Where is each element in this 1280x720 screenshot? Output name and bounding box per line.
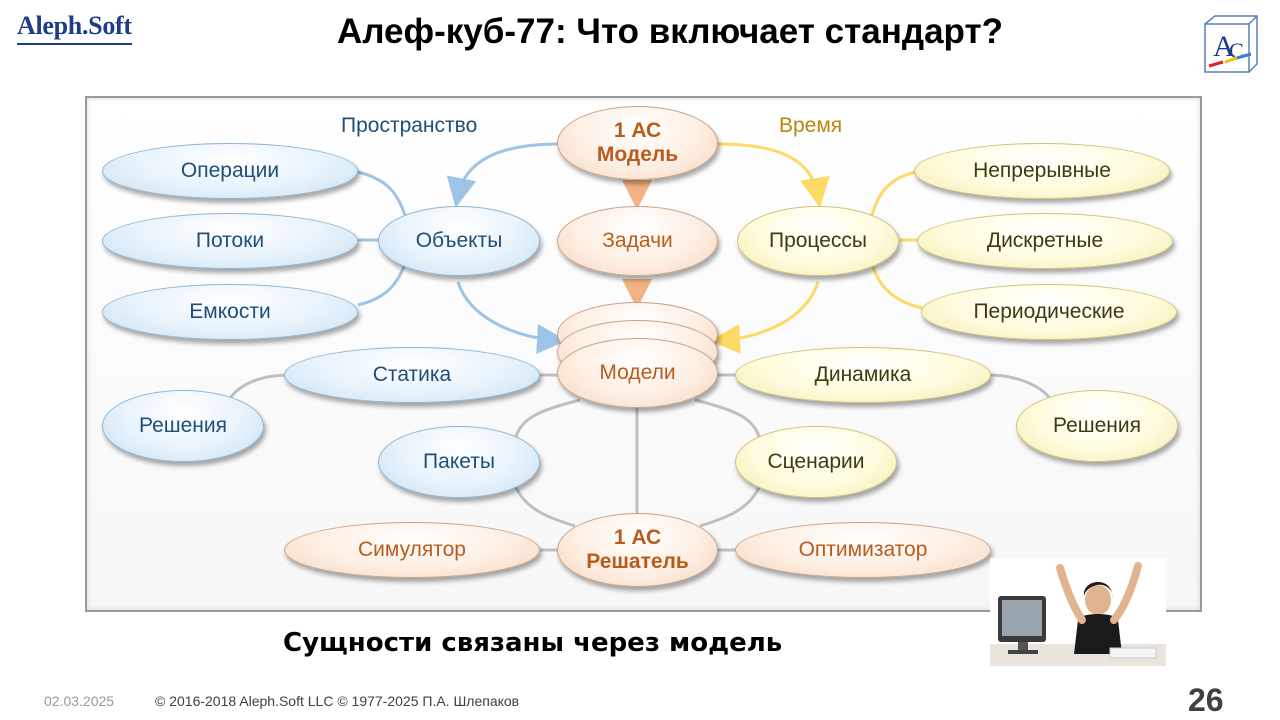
connector-model-objects — [446, 142, 561, 208]
connector-model-processes — [717, 142, 830, 208]
simulator-node: Симулятор — [284, 522, 540, 578]
connector-statics-solutions — [226, 373, 291, 403]
celebrating-woman-illustration — [990, 558, 1166, 666]
connector-objects-models — [456, 281, 567, 354]
optimizer-node: Оптимизатор — [735, 522, 991, 578]
models-node: Модели — [557, 338, 718, 408]
time-label: Время — [779, 114, 843, 137]
connector-scenarios-solver — [699, 484, 762, 528]
dynamics-node: Динамика — [735, 347, 991, 403]
operations-node: Операции — [102, 143, 358, 199]
solver-node-line2: Решатель — [586, 550, 689, 573]
alephsoft-logo: Aleph.Soft — [17, 9, 132, 45]
objects-node: Объекты — [378, 206, 540, 276]
flows-node: Потоки — [102, 213, 358, 269]
connector-continuous-processes — [870, 170, 916, 216]
connector-processes-models — [710, 281, 820, 355]
packages-node: Пакеты — [378, 426, 540, 498]
connector-periodic-processes — [870, 263, 923, 310]
solver-node-line1: 1 АС — [613, 526, 662, 549]
model-node-line1: 1 АС — [613, 119, 662, 142]
discrete-node: Дискретные — [917, 213, 1173, 269]
processes-node: Процессы — [737, 206, 899, 276]
connector-models-packages — [513, 398, 581, 441]
connector-operations-objects — [357, 170, 407, 216]
connector-models-scenarios — [694, 398, 762, 441]
space-label: Пространство — [341, 114, 478, 137]
solutions-right-node: Решения — [1016, 390, 1178, 462]
slide-title: Алеф-куб-77: Что включает стандарт? — [337, 12, 1003, 51]
solutions-left-node: Решения — [102, 390, 264, 462]
statics-node: Статика — [284, 347, 540, 403]
svg-text:A: A — [1213, 30, 1235, 63]
periodic-node: Периодические — [921, 284, 1177, 340]
connector-packages-solver — [513, 484, 576, 528]
model-node-line2: Модель — [596, 143, 679, 166]
slide-subtitle: Сущности связаны через модель — [283, 628, 783, 658]
scenarios-node: Сценарии — [735, 426, 897, 498]
ac-cube-logo: A C — [1204, 15, 1258, 73]
connector-dynamics-solutions — [987, 373, 1054, 403]
continuous-node: Непрерывные — [914, 143, 1170, 199]
footer-copyright: © 2016-2018 Aleph.Soft LLC © 1977-2025 П… — [155, 693, 520, 709]
tasks-node: Задачи — [557, 206, 718, 276]
connector-capacities-objects — [357, 263, 407, 307]
footer-date: 02.03.2025 — [44, 693, 115, 709]
capacities-node: Емкости — [102, 284, 358, 340]
page-number: 26 — [1188, 682, 1224, 718]
